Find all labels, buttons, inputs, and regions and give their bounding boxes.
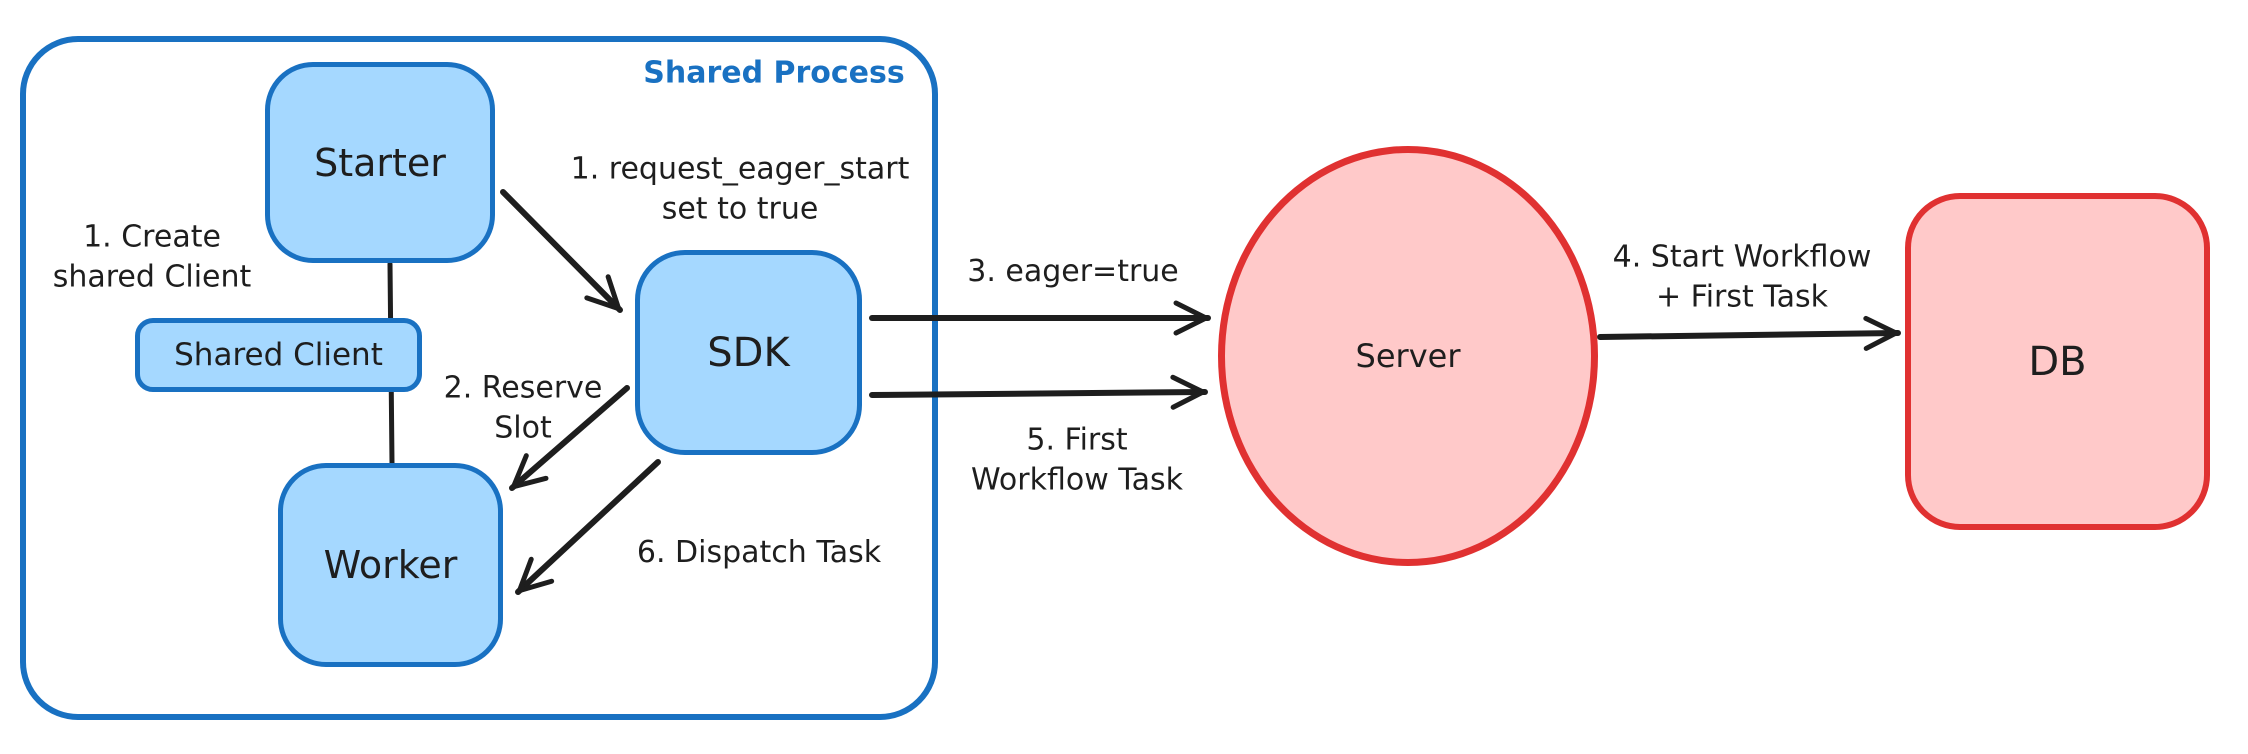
node-db-label: DB (2028, 338, 2087, 385)
node-shared-client-label: Shared Client (174, 337, 383, 373)
shared-process-container (20, 36, 938, 720)
annotation-eager-true: 3. eager=true (967, 254, 1179, 290)
node-shared-client: Shared Client (135, 318, 422, 392)
node-db: DB (1905, 193, 2210, 530)
arrow-sdk-worker-reserve-slot (509, 385, 630, 491)
node-server: Server (1218, 146, 1598, 566)
annotation-reserve-slot: 2. Reserve Slot (443, 370, 603, 445)
annotation-start-workflow-first-task: 4. Start Workflow + First Task (1612, 239, 1872, 314)
node-starter: Starter (265, 62, 495, 263)
annotation-dispatch-task: 6. Dispatch Task (636, 535, 882, 571)
node-sdk: SDK (635, 250, 862, 455)
node-worker: Worker (278, 463, 503, 667)
node-worker-label: Worker (323, 543, 458, 587)
node-sdk-label: SDK (707, 329, 790, 376)
arrow-sdk-server-first-workflow-task (869, 374, 1208, 410)
node-starter-label: Starter (314, 140, 446, 185)
annotation-create-shared-client: 1. Create shared Client (52, 219, 252, 294)
arrow-server-db (1597, 315, 1901, 351)
node-server-label: Server (1355, 337, 1461, 375)
annotation-request-eager-start: 1. request_eager_start set to true (570, 151, 910, 226)
arrow-sdk-worker-dispatch-task (515, 459, 661, 595)
annotation-first-workflow-task: 5. First Workflow Task (970, 422, 1184, 497)
shared-process-label: Shared Process (643, 55, 905, 91)
arrow-starter-sdk (500, 189, 623, 313)
